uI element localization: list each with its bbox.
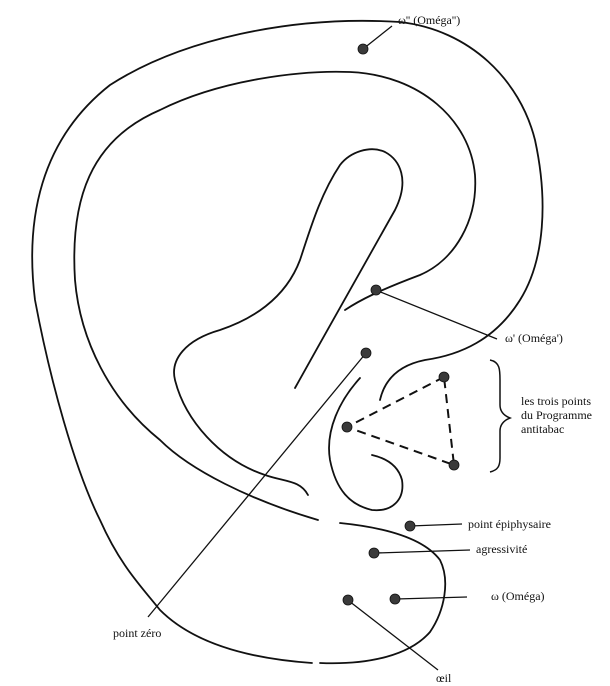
point-oeil [343,595,353,605]
point-antitabac-2 [342,422,352,432]
leader-omega2 [363,26,392,49]
helix-outer-contour [32,21,542,663]
antihelix-contour [174,149,402,495]
antitabac-triangle [347,377,454,465]
label-epiphysaire: point épiphysaire [468,517,551,531]
label-trois-points-1: les trois points [521,394,591,408]
leader-oeil [349,601,438,670]
leader-zero [148,353,366,617]
helix-inner-contour [74,72,475,520]
label-trois-points-2: du Programme [521,408,592,422]
point-zero [361,348,371,358]
leader-omega1 [378,291,497,339]
concha-contour [329,378,402,510]
point-antitabac-1 [439,372,449,382]
label-oeil: œil [436,671,452,685]
point-agressivite [369,548,379,558]
label-omega1: ω' (Oméga') [505,331,563,345]
point-epiphysaire [405,521,415,531]
leader-omega [396,597,467,599]
label-zero: point zéro [113,626,161,640]
point-omega2 [358,44,368,54]
label-omega: ω (Oméga) [491,589,545,603]
point-antitabac-3 [449,460,459,470]
label-agressivite: agressivité [476,542,527,556]
leader-agressivite [376,550,470,553]
label-omega2: ω'' (Oméga'') [398,13,460,27]
lobule-contour [320,523,445,663]
antitabac-brace [490,360,510,472]
point-omega [390,594,400,604]
label-trois-points-3: antitabac [521,422,564,436]
point-omega1 [371,285,381,295]
leader-epiphysaire [410,524,462,526]
